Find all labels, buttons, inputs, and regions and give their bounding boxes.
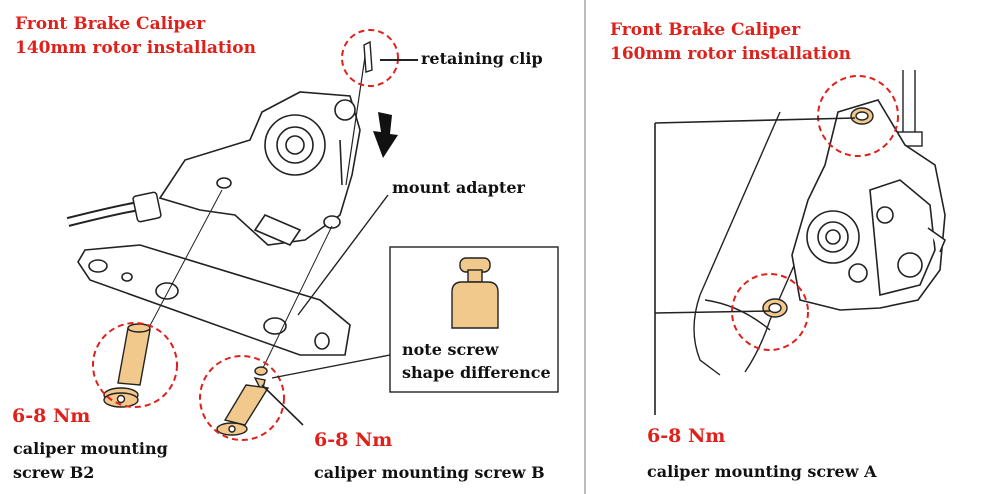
screw-a-label: caliper mounting screw A bbox=[647, 462, 877, 481]
mount-adapter-bar bbox=[77, 244, 351, 356]
screw-a-bottom-highlight bbox=[731, 273, 809, 351]
caliper-body-left bbox=[158, 91, 361, 246]
torque-label-b2: 6-8 Nm bbox=[12, 405, 91, 427]
screw-shape-detail bbox=[451, 257, 499, 329]
screw-b2-part bbox=[103, 323, 151, 408]
left-title-line1: Front Brake Caliper bbox=[15, 14, 206, 34]
mount-adapter-label: mount adapter bbox=[392, 178, 525, 197]
screw-b2-highlight bbox=[92, 322, 178, 408]
screw-a-bottom-part bbox=[762, 298, 788, 318]
caliper-body-right bbox=[791, 99, 946, 311]
torque-label-b: 6-8 Nm bbox=[314, 429, 393, 451]
screw-b-highlight bbox=[199, 355, 285, 441]
note-label-line1: note screw bbox=[402, 340, 499, 359]
screw-a-top-highlight bbox=[817, 75, 899, 157]
retaining-clip-part bbox=[345, 40, 373, 186]
brake-hose-right bbox=[897, 70, 923, 147]
screw-a-top-part bbox=[850, 107, 874, 125]
note-label-line2: shape difference bbox=[402, 363, 551, 382]
screw-b2-label-line1: caliper mounting bbox=[13, 439, 168, 458]
retaining-clip-label: retaining clip bbox=[421, 49, 543, 68]
right-title-line2: 160mm rotor installation bbox=[610, 44, 851, 64]
screw-a-leader-lines bbox=[654, 117, 856, 415]
down-arrow-icon bbox=[373, 112, 398, 158]
torque-label-a: 6-8 Nm bbox=[647, 425, 726, 447]
right-title-line1: Front Brake Caliper bbox=[610, 20, 801, 40]
screw-b-part bbox=[216, 366, 270, 436]
retaining-clip-highlight bbox=[341, 29, 399, 87]
screw-b-label: caliper mounting screw B bbox=[314, 463, 545, 482]
screw-b2-label-line2: screw B2 bbox=[13, 463, 95, 482]
left-title-line2: 140mm rotor installation bbox=[15, 38, 256, 58]
